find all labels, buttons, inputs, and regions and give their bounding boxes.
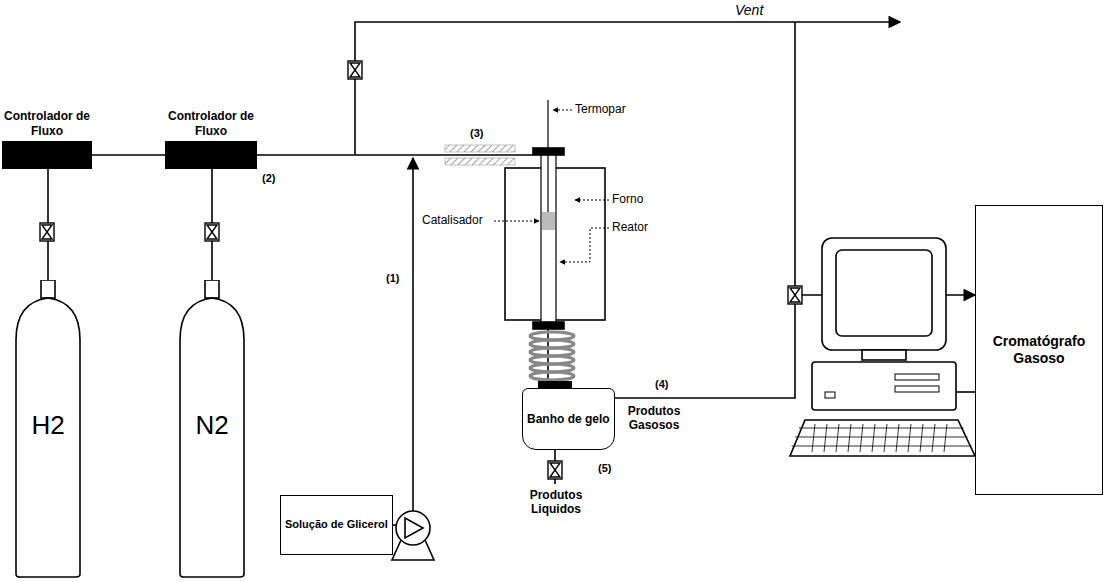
ice-bath: Banho de gelo (522, 388, 615, 450)
computer-symbol (895, 374, 939, 380)
valve-symbol (788, 286, 802, 304)
stream-label: Produtos Gasosos (612, 404, 696, 433)
controller-label: Controlador de Fluxo (165, 109, 257, 138)
keyboard-keys (932, 424, 935, 452)
pump-symbol (396, 511, 430, 545)
heating-tape (445, 158, 515, 165)
gas-line (956, 391, 975, 393)
furnace (547, 100, 548, 212)
part-label: Termopar (575, 102, 626, 116)
leader-arrow (560, 228, 609, 262)
keyboard-keys (872, 424, 875, 452)
valve-symbol (550, 463, 560, 477)
valve-symbol (207, 225, 217, 239)
computer-symbol (836, 250, 932, 336)
computer-symbol (862, 350, 906, 360)
computer-symbol (895, 386, 939, 392)
leader-arrow (553, 110, 572, 111)
computer-symbol (825, 392, 835, 398)
cylinder-body (180, 298, 244, 577)
vent-label: Vent (735, 2, 763, 19)
furnace (542, 212, 555, 230)
controller-heading: Controlador de Fluxo (165, 95, 257, 141)
gas-line (257, 22, 975, 525)
pump-symbol (405, 518, 423, 538)
valve-symbol (40, 223, 54, 241)
heating-tape (445, 145, 515, 165)
keyboard-keys (920, 424, 923, 452)
computer-symbol (812, 362, 956, 410)
heating-tape (445, 145, 515, 152)
node-label: Cromatógrafo Gasoso (982, 333, 1096, 367)
condenser-coil (530, 332, 574, 380)
leader-arrow (494, 110, 609, 262)
computer-symbol (822, 238, 946, 350)
keyboard-keys (792, 424, 972, 452)
keyboard-keys (860, 424, 863, 452)
node-label: N2 (195, 410, 228, 441)
cylinder-neck (205, 280, 219, 298)
valve-symbol (350, 63, 360, 77)
pump-symbol (392, 511, 434, 560)
keyboard-keys (795, 437, 967, 438)
valve-symbol (548, 461, 562, 479)
callout-number: (2) (262, 172, 275, 185)
keyboard-keys (799, 428, 964, 429)
pipe-line (92, 154, 165, 156)
gas-line (794, 22, 796, 288)
condenser-coil (530, 372, 574, 380)
node-label: H2 (31, 410, 64, 441)
callout-number: (4) (655, 378, 668, 391)
gas-cylinder: H2 (12, 280, 84, 578)
leader-arrow (494, 221, 539, 222)
cylinder-body (16, 298, 80, 577)
gas-cylinder: N2 (176, 280, 248, 578)
chromatograph-box: Cromatógrafo Gasoso (975, 205, 1103, 495)
gas-line (412, 158, 414, 511)
keyboard-keys (848, 424, 851, 452)
keyboard-keys (824, 424, 827, 452)
keyboard-keys (836, 424, 839, 452)
gas-line (355, 22, 900, 155)
furnace (533, 322, 564, 329)
valve-symbol (42, 225, 52, 239)
furnace (505, 100, 605, 329)
keyboard-keys (908, 424, 911, 452)
flow-controller: Controlador de Fluxo (165, 95, 257, 169)
controller-body (165, 141, 257, 169)
valve-symbol (348, 61, 362, 79)
computer-symbol (790, 420, 975, 456)
callout-number: (1) (386, 272, 399, 285)
controller-label: Controlador de Fluxo (2, 109, 92, 138)
gas-line (257, 154, 533, 156)
valve-symbol (790, 288, 800, 302)
keyboard-keys (812, 424, 815, 452)
computer-symbol (790, 238, 975, 456)
controller-body (2, 141, 92, 169)
part-label: Forno (612, 192, 643, 206)
valve-symbol (40, 61, 802, 479)
callout-number: (3) (470, 127, 483, 140)
keyboard-keys (896, 424, 899, 452)
callout-number: (5) (598, 462, 611, 475)
controller-heading: Controlador de Fluxo (2, 95, 92, 141)
leader-arrow (575, 200, 609, 201)
valve-symbol (205, 223, 219, 241)
node-label: Banho de gelo (527, 412, 610, 426)
part-label: Reator (612, 220, 648, 234)
part-label: Catalisador (422, 213, 483, 227)
keyboard-keys (944, 424, 947, 452)
keyboard-keys (884, 424, 887, 452)
node-label: Solução de Glicerol (285, 518, 388, 531)
solution-box: Solução de Glicerol (280, 495, 393, 555)
stream-label: Produtos Liquidos (520, 488, 592, 517)
flow-controller: Controlador de Fluxo (2, 95, 92, 169)
cylinder-neck (41, 280, 55, 298)
